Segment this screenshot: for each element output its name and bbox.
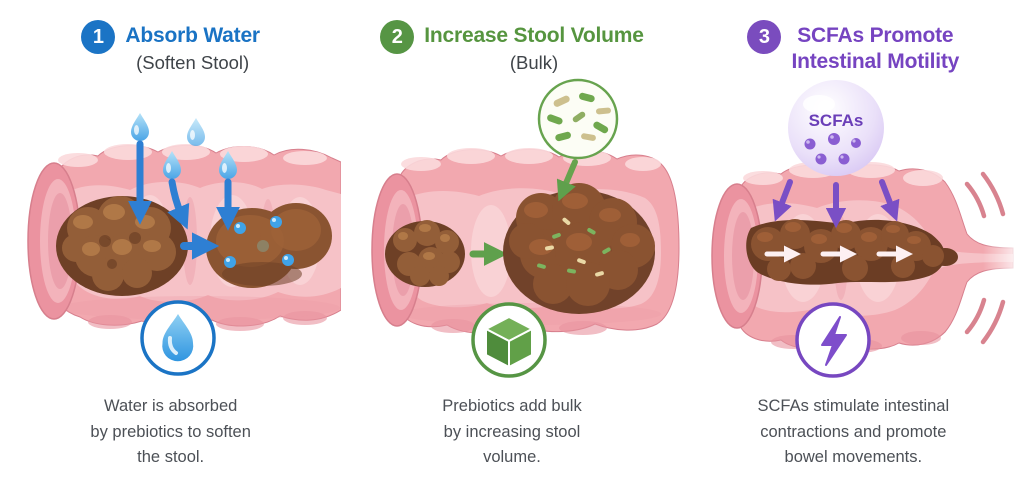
panel2-header: 2 Increase Stool Volume (Bulk) [341,20,682,74]
scfa-bubble: SCFAs [787,80,884,176]
water-drop-icon [140,300,216,376]
panel1-caption: Water is absorbed by prebiotics to softe… [90,397,251,467]
step-badge-2: 2 [380,20,415,54]
panel-scfa-motility: 3 SCFAs Promote Intestinal Motility [683,0,1024,486]
panel1-illustration [27,113,341,376]
water-arrows [128,140,240,231]
moving-stool [745,219,958,285]
panel-absorb-water: 1 Absorb Water (Soften Stool) [0,0,341,486]
panel1-header: 1 Absorb Water (Soften Stool) [0,20,341,74]
motion-lines [964,171,1005,345]
scfa-arrows [772,179,900,229]
step-number: 3 [758,25,771,48]
step-title: SCFAs Promote Intestinal Motility [791,24,960,74]
bulked-stool-lump [503,183,656,314]
panel3-illustration: SCFAs [710,80,1024,378]
step-subtitle: (Bulk) [509,52,559,74]
cube-icon [471,302,548,378]
lightning-bolt-icon [794,302,871,378]
bacteria-circle-icon [538,78,619,160]
step-badge-1: 1 [81,20,116,54]
step-badge-3: 3 [747,20,782,54]
step-title: Absorb Water [125,24,260,47]
panel2-caption: Prebiotics add bulk by increasing stool … [442,397,582,467]
scfa-dots [804,133,861,165]
scfa-bubble-label: SCFAs [808,111,863,130]
fade-out [982,206,1024,310]
step-number: 1 [92,25,104,48]
small-stool-lump [385,220,466,287]
step-title: Increase Stool Volume [424,24,644,47]
panel3-caption: SCFAs stimulate intestinal contractions … [757,397,950,467]
panel3-header: 3 SCFAs Promote Intestinal Motility [683,20,1024,76]
panel2-illustration [371,78,680,378]
prebiotic-flecks [537,217,611,277]
panel-increase-stool-volume: 2 Increase Stool Volume (Bulk) [341,0,682,486]
bacteria-arrow [557,159,579,202]
step-number: 2 [391,25,403,48]
step-subtitle: (Soften Stool) [136,52,250,74]
water-droplets [131,113,237,179]
hard-stool-lump [56,196,188,296]
